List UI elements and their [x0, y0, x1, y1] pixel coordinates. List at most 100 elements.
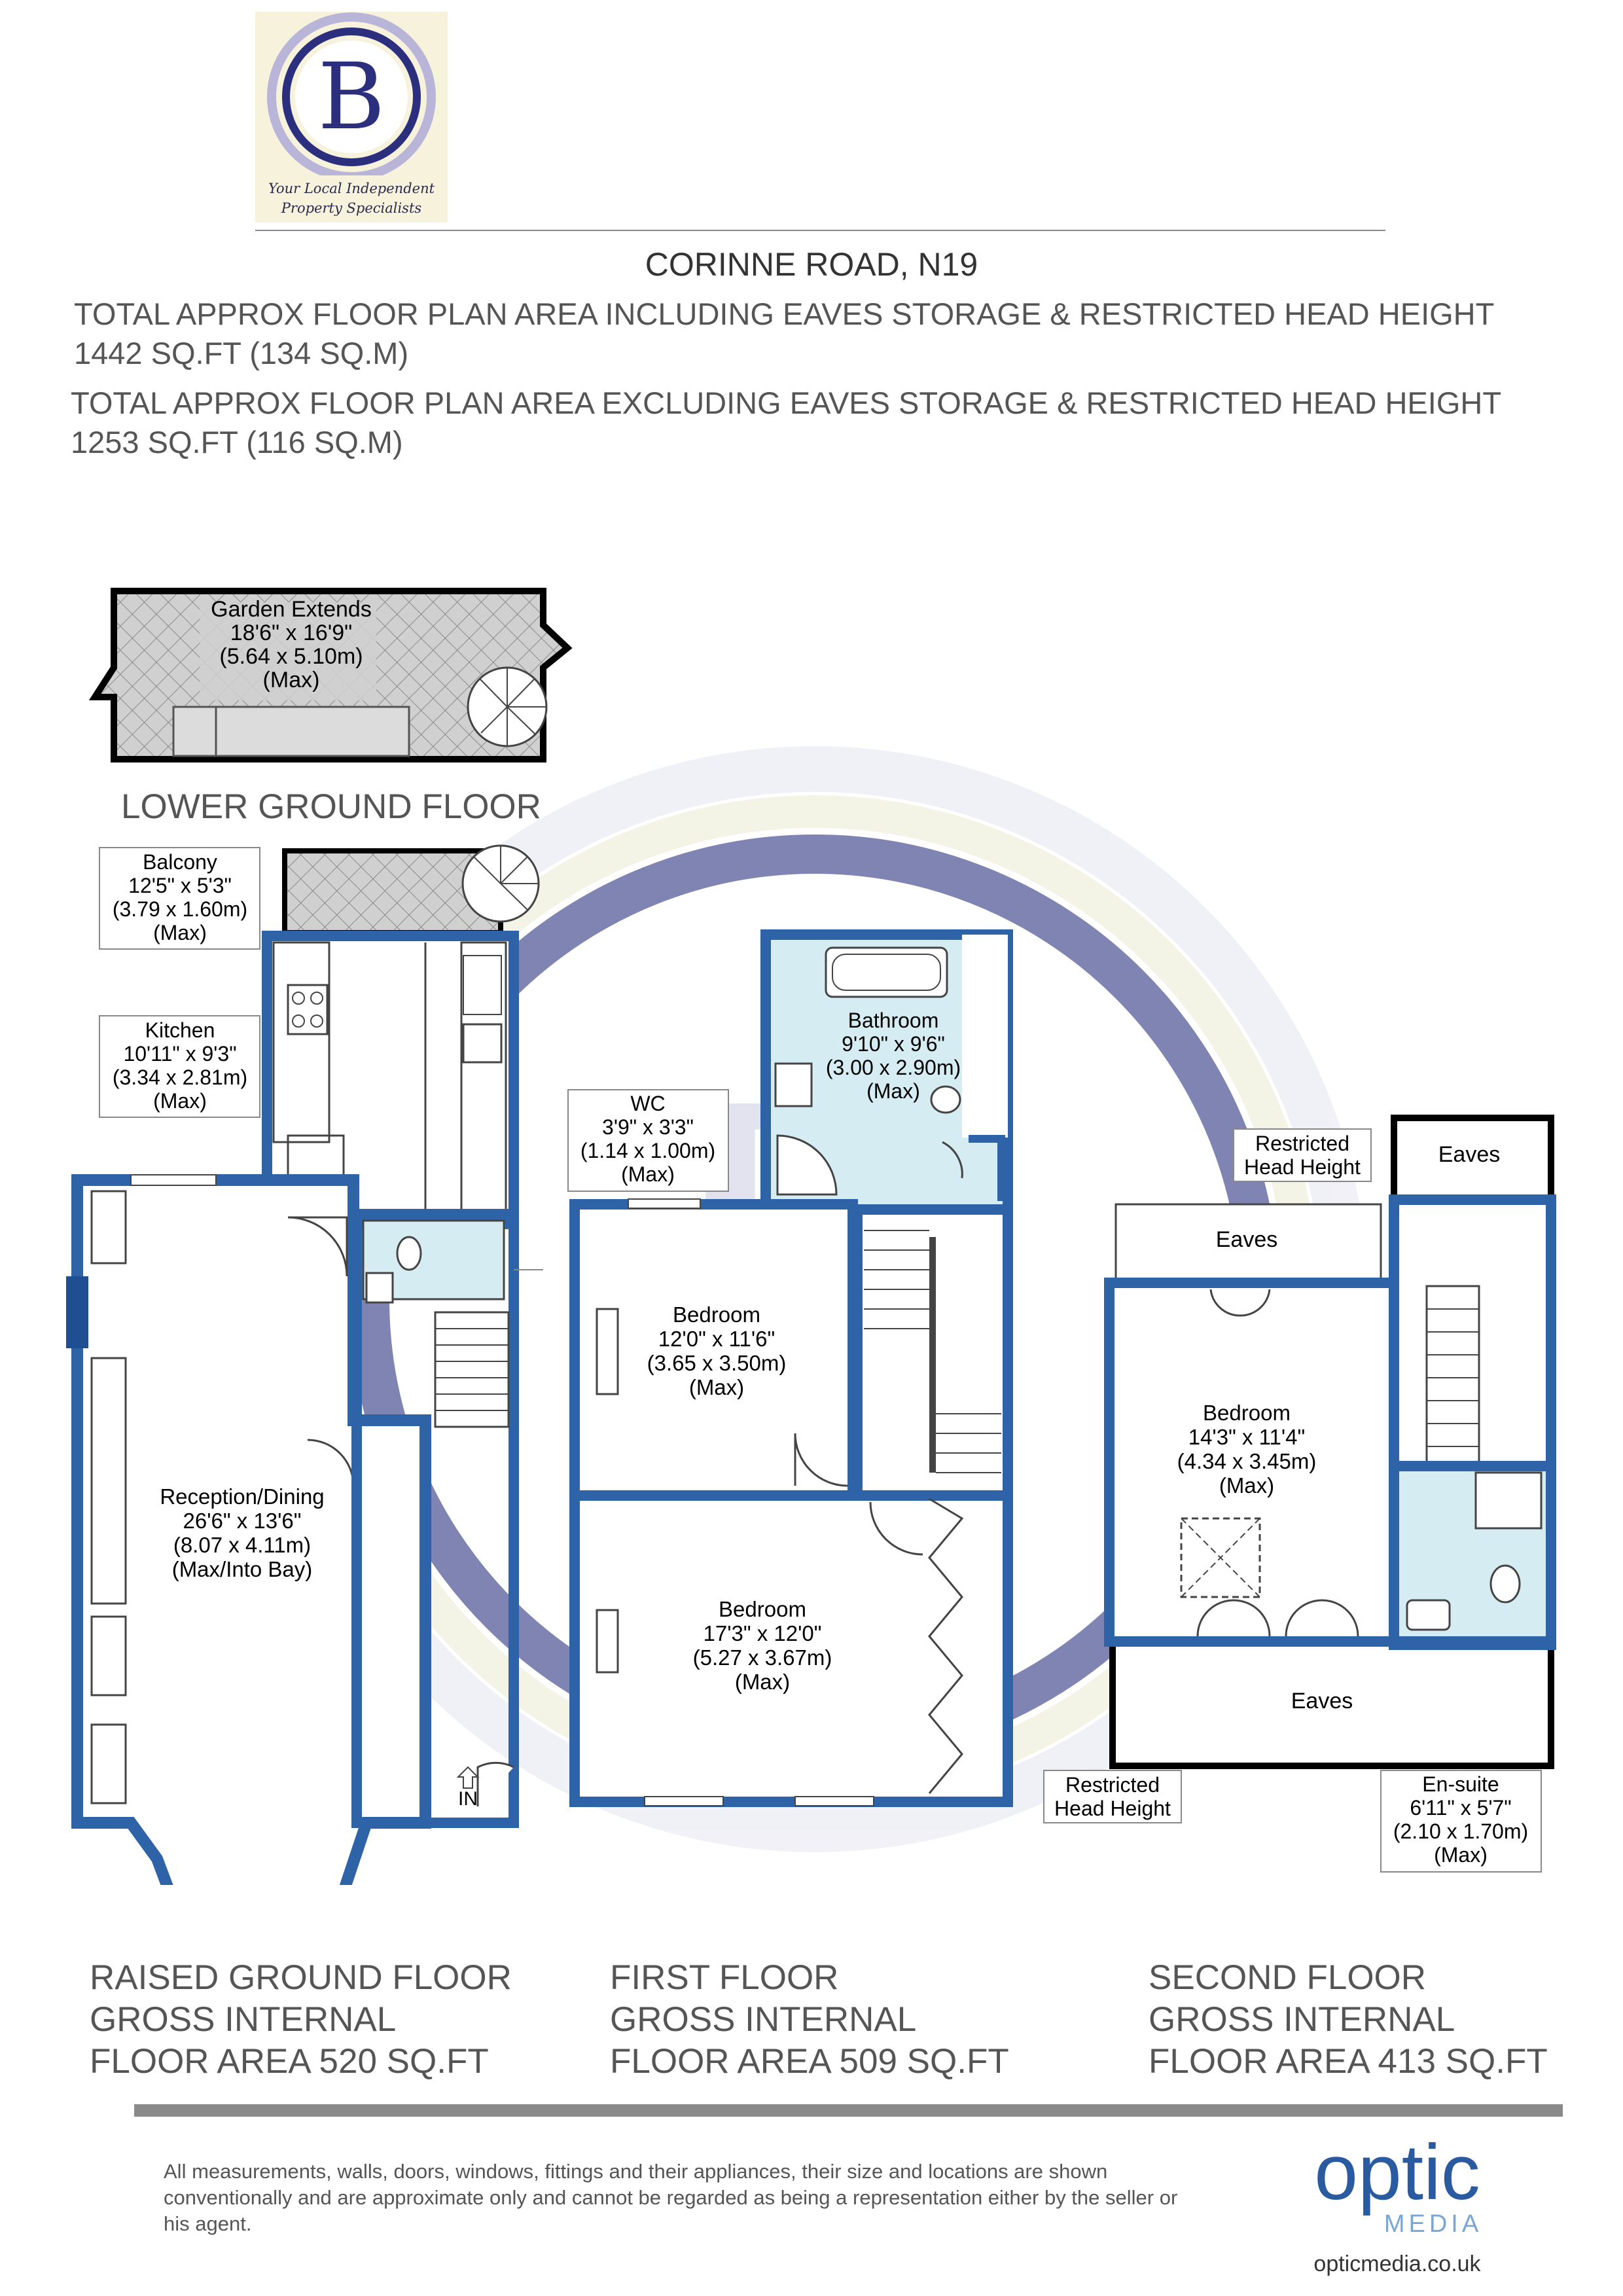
agent-logo: B Your Local Independent Property Specia… [255, 12, 448, 223]
front-bedroom-name: Bedroom [719, 1597, 806, 1621]
optic-website: opticmedia.co.uk [1313, 2251, 1481, 2276]
wc-size-metric: (1.14 x 1.00m) [580, 1139, 715, 1162]
balcony-name: Balcony [143, 850, 217, 874]
first-floor-plan: WC 3'9" x 3'3" (1.14 x 1.00m) (Max) Bath… [567, 929, 1013, 1807]
eaves-top-label: Eaves [1216, 1227, 1278, 1252]
property-address: CORINNE ROAD, N19 [645, 246, 978, 283]
entrance-arrow-icon [456, 1766, 480, 1789]
balcony-size-imperial: 12'5" x 5'3" [128, 874, 232, 897]
toilet [930, 1085, 961, 1114]
kitchen-size-metric: (3.34 x 2.81m) [113, 1066, 247, 1089]
front-bedroom-note: (Max) [735, 1670, 790, 1694]
restricted-bottom-line-2: Head Height [1054, 1797, 1171, 1820]
kitchen-sink [462, 1023, 503, 1064]
shower [776, 1134, 838, 1196]
eaves-top [1115, 1203, 1382, 1284]
second-bedroom-note: (Max) [1219, 1473, 1274, 1498]
first-floor-gia-label: GROSS INTERNAL [610, 2000, 917, 2039]
disclaimer-text: All measurements, walls, doors, windows,… [164, 2160, 1178, 2235]
optic-wordmark: optic [1314, 2134, 1480, 2216]
second-bedroom-size-metric: (4.34 x 3.45m) [1177, 1449, 1317, 1473]
garden-size-metric: (5.64 x 5.10m) [219, 644, 363, 669]
front-bedroom-size-metric: (5.27 x 3.67m) [693, 1645, 832, 1670]
bathroom-size-imperial: 9'10" x 9'6" [842, 1032, 945, 1056]
raised-ground-plan: Balcony 12'5" x 5'3" (3.79 x 1.60m) (Max… [66, 844, 543, 1885]
restricted-bottom-line-1: Restricted [1065, 1773, 1160, 1797]
area-excluding-label: TOTAL APPROX FLOOR PLAN AREA EXCLUDING E… [71, 386, 1502, 420]
restricted-top-line-1: Restricted [1255, 1132, 1349, 1155]
balcony-size-metric: (3.79 x 1.60m) [113, 897, 247, 921]
floor-plans: B Garden Extends 18'6" x 16'9" (5.64 x 5… [66, 588, 1556, 1885]
agent-logo-emblem: B [267, 12, 436, 175]
eaves-bottom-label: Eaves [1291, 1689, 1353, 1713]
optic-media-logo: optic MEDIA [1314, 2134, 1482, 2238]
kitchen-size-imperial: 10'11" x 9'3" [123, 1042, 236, 1066]
footer-divider [134, 2104, 1563, 2117]
reception-size-metric: (8.07 x 4.11m) [173, 1533, 311, 1557]
header-divider [255, 230, 1385, 231]
eaves-bottom [1109, 1625, 1554, 1769]
wc-note: (Max) [621, 1162, 675, 1186]
kitchen-note: (Max) [153, 1089, 207, 1113]
ensuite-size-metric: (2.10 x 1.70m) [1393, 1820, 1528, 1843]
raised-ground-title: RAISED GROUND FLOOR [90, 1958, 512, 1997]
ground-stairs [434, 1311, 510, 1428]
area-including-value: 1442 SQ.FT (134 SQ.M) [74, 336, 409, 370]
entrance-label: IN [458, 1788, 478, 1810]
second-floor-summary: SECOND FLOOR GROSS INTERNAL FLOOR AREA 4… [1149, 1957, 1548, 2083]
garden-steps [172, 706, 410, 757]
reception-name: Reception/Dining [160, 1484, 324, 1509]
bathroom-name: Bathroom [848, 1009, 939, 1032]
rear-bedroom-name: Bedroom [673, 1302, 760, 1327]
ensuite-name: En-suite [1422, 1772, 1499, 1796]
logo-tagline-2: Property Specialists [281, 200, 422, 216]
garden-name: Garden Extends [211, 597, 372, 622]
second-bedroom-size-imperial: 14'3" x 11'4" [1188, 1425, 1306, 1449]
second-floor-area: FLOOR AREA 413 SQ.FT [1149, 2042, 1548, 2081]
lower-ground-title: LOWER GROUND FLOOR [121, 787, 541, 826]
bathroom-note: (Max) [866, 1079, 920, 1103]
kitchen-name: Kitchen [145, 1018, 215, 1042]
ensuite-shower [1474, 1471, 1543, 1530]
hob [287, 984, 329, 1035]
first-floor-area: FLOOR AREA 509 SQ.FT [610, 2042, 1009, 2081]
bathroom-size-metric: (3.00 x 2.90m) [826, 1056, 961, 1079]
rear-bedroom-size-metric: (3.65 x 3.50m) [647, 1351, 787, 1375]
second-bedroom-name: Bedroom [1203, 1401, 1291, 1425]
second-bedroom-room [1104, 1278, 1399, 1647]
lower-ground-plan: Garden Extends 18'6" x 16'9" (5.64 x 5.1… [88, 588, 573, 826]
bath [825, 946, 948, 998]
ensuite-basin [1406, 1599, 1451, 1631]
second-floor-plan: Restricted Head Height Eaves Eaves Bedro… [1043, 1115, 1556, 1873]
garden-note: (Max) [263, 668, 320, 692]
second-floor-gia-label: GROSS INTERNAL [1149, 2000, 1455, 2039]
front-bedroom-size-imperial: 17'3" x 12'0" [704, 1621, 822, 1645]
ensuite-note: (Max) [1434, 1843, 1488, 1867]
skylight [1180, 1517, 1261, 1598]
rear-bedroom-note: (Max) [689, 1375, 744, 1399]
restricted-top-line-2: Head Height [1244, 1155, 1361, 1179]
logo-tagline-1: Your Local Independent [268, 181, 435, 196]
basin [774, 1062, 813, 1107]
optic-media-sub: MEDIA [1384, 2210, 1482, 2238]
hallway [351, 1209, 519, 1828]
ensuite-size-imperial: 6'11" x 5'7" [1410, 1796, 1511, 1820]
ground-toilet [396, 1236, 422, 1271]
wc-size-imperial: 3'9" x 3'3" [602, 1115, 694, 1139]
second-floor-title: SECOND FLOOR [1149, 1958, 1427, 1997]
raised-ground-summary: RAISED GROUND FLOOR GROSS INTERNAL FLOOR… [90, 1957, 512, 2083]
reception-size-imperial: 26'6" x 13'6" [183, 1509, 302, 1533]
area-excluding-value: 1253 SQ.FT (116 SQ.M) [71, 425, 403, 459]
first-floor-summary: FIRST FLOOR GROSS INTERNAL FLOOR AREA 50… [610, 1957, 1009, 2083]
area-including-label: TOTAL APPROX FLOOR PLAN AREA INCLUDING E… [74, 296, 1495, 331]
reception-note: (Max/Into Bay) [172, 1557, 313, 1581]
logo-letter: B [318, 44, 385, 151]
ensuite-toilet [1489, 1564, 1521, 1604]
garden-size-imperial: 18'6" x 16'9" [230, 620, 352, 645]
second-stairs [1425, 1285, 1480, 1484]
wc-name: WC [630, 1092, 665, 1115]
first-floor-title: FIRST FLOOR [610, 1958, 839, 1997]
raised-ground-gia-label: GROSS INTERNAL [90, 2000, 397, 2039]
rear-bedroom-size-imperial: 12'0" x 11'6" [658, 1327, 776, 1351]
eaves-top-right-label: Eaves [1438, 1142, 1501, 1167]
